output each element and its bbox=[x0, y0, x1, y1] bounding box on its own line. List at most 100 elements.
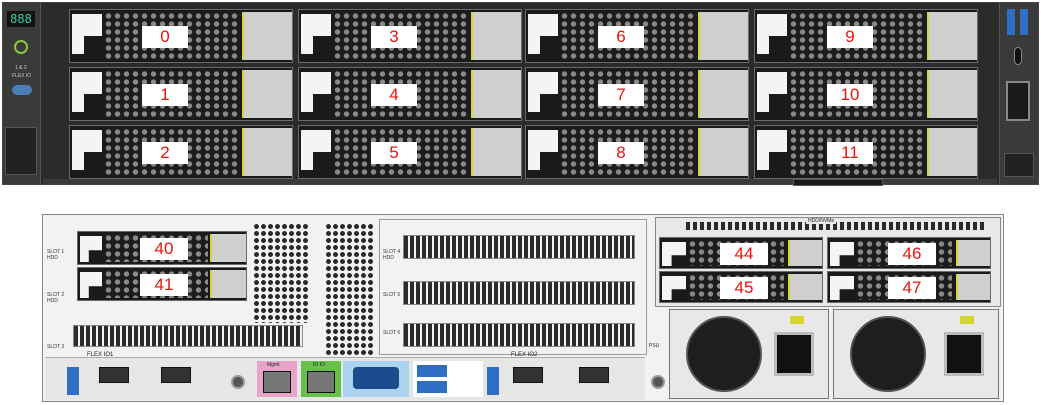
usb-port-icon[interactable] bbox=[417, 381, 447, 393]
drive-vent-grill bbox=[333, 128, 469, 176]
drive-bay[interactable]: 9 bbox=[754, 9, 978, 63]
flex-io2-latch[interactable] bbox=[487, 367, 499, 395]
drive-bay-number: 7 bbox=[598, 84, 644, 106]
drive-tray-handle[interactable] bbox=[528, 14, 558, 54]
drive-tray-handle[interactable] bbox=[301, 130, 331, 170]
cage-top-vent bbox=[686, 222, 986, 230]
usb-ports[interactable] bbox=[413, 361, 483, 397]
drive-bay[interactable]: 8 bbox=[525, 125, 749, 179]
drive-tray-handle[interactable] bbox=[72, 72, 102, 112]
drive-tray-handle[interactable] bbox=[80, 236, 102, 262]
drive-bay[interactable]: 5 bbox=[298, 125, 522, 179]
drive-tray-handle[interactable] bbox=[757, 130, 787, 170]
drive-latch[interactable] bbox=[927, 12, 977, 60]
slot-6-label: SLOT 6 bbox=[383, 330, 401, 336]
drive-tray-handle[interactable] bbox=[662, 276, 686, 300]
drive-latch[interactable] bbox=[927, 128, 977, 176]
drive-latch[interactable] bbox=[471, 70, 521, 118]
drive-latch[interactable] bbox=[698, 128, 748, 176]
drive-bay[interactable]: 0 bbox=[69, 9, 293, 63]
drive-bay[interactable]: 44 bbox=[659, 237, 823, 269]
psu-label: PSU bbox=[649, 343, 660, 349]
drive-latch[interactable] bbox=[210, 270, 246, 298]
power-button-icon[interactable] bbox=[14, 40, 28, 54]
io-rj45-icon[interactable] bbox=[307, 371, 335, 393]
pull-handle[interactable] bbox=[5, 127, 37, 175]
right-ear bbox=[999, 3, 1038, 184]
vga-port[interactable] bbox=[343, 361, 409, 397]
drive-tray-handle[interactable] bbox=[528, 72, 558, 112]
drive-tray-handle[interactable] bbox=[662, 242, 686, 266]
riser-2-grill-a bbox=[403, 235, 635, 259]
drive-bay[interactable]: 47 bbox=[827, 271, 991, 303]
drive-latch[interactable] bbox=[788, 240, 822, 266]
drive-latch[interactable] bbox=[242, 12, 292, 60]
psu-1[interactable] bbox=[669, 309, 829, 399]
flex-io2-sfp-port[interactable] bbox=[513, 367, 543, 383]
drive-latch[interactable] bbox=[242, 128, 292, 176]
drive-bay-number: 40 bbox=[140, 238, 188, 260]
uid-button-icon[interactable] bbox=[12, 85, 32, 95]
drive-bay[interactable]: 7 bbox=[525, 67, 749, 121]
drive-tray-handle[interactable] bbox=[830, 276, 854, 300]
riser-2-frame bbox=[379, 219, 647, 355]
io-port[interactable]: IO IO bbox=[301, 361, 341, 397]
drive-bay[interactable]: 3 bbox=[298, 9, 522, 63]
drive-tray-handle[interactable] bbox=[301, 72, 331, 112]
drive-latch[interactable] bbox=[927, 70, 977, 118]
flex-io1-sfp-port[interactable] bbox=[161, 367, 191, 383]
flex-io1-screw-icon[interactable] bbox=[231, 375, 245, 389]
drive-tray-handle[interactable] bbox=[72, 14, 102, 54]
psu-1-power-socket-icon[interactable] bbox=[774, 332, 814, 376]
drive-latch[interactable] bbox=[698, 70, 748, 118]
psu-2[interactable] bbox=[833, 309, 999, 399]
drive-bay[interactable]: 40 bbox=[77, 231, 247, 265]
flex-io2-screw-icon[interactable] bbox=[651, 375, 665, 389]
drive-tray-handle[interactable] bbox=[301, 14, 331, 54]
psu-2-power-socket-icon[interactable] bbox=[944, 332, 984, 376]
drive-bay[interactable]: 10 bbox=[754, 67, 978, 121]
drive-tray-handle[interactable] bbox=[72, 130, 102, 170]
drive-bay[interactable]: 46 bbox=[827, 237, 991, 269]
drive-bay[interactable]: 6 bbox=[525, 9, 749, 63]
usb-port-icon[interactable] bbox=[417, 365, 447, 377]
drive-bay[interactable]: 1 bbox=[69, 67, 293, 121]
drive-bay[interactable]: 2 bbox=[69, 125, 293, 179]
drive-tray-handle[interactable] bbox=[757, 72, 787, 112]
drive-bay[interactable]: 41 bbox=[77, 267, 247, 301]
drive-latch[interactable] bbox=[471, 128, 521, 176]
drive-tray-handle[interactable] bbox=[80, 272, 102, 298]
drive-latch[interactable] bbox=[956, 240, 990, 266]
usb-c-port-icon[interactable] bbox=[1014, 47, 1022, 65]
drive-latch[interactable] bbox=[698, 12, 748, 60]
flex-io1-sfp-port[interactable] bbox=[99, 367, 129, 383]
vga-connector-icon[interactable] bbox=[353, 367, 399, 389]
usb-port-icon[interactable] bbox=[1007, 9, 1015, 35]
drive-latch[interactable] bbox=[956, 274, 990, 300]
pull-handle[interactable] bbox=[1004, 153, 1034, 177]
drive-bay[interactable]: 11 bbox=[754, 125, 978, 179]
drive-bay-number: 4 bbox=[371, 84, 417, 106]
mgmt-rj45-icon[interactable] bbox=[263, 371, 291, 393]
drive-bay[interactable]: 4 bbox=[298, 67, 522, 121]
hdd-top-label: HDD/NVMe bbox=[806, 218, 837, 224]
drive-bay-number: 5 bbox=[371, 142, 417, 164]
drive-bay-number: 2 bbox=[142, 142, 188, 164]
mgmt-port[interactable]: Mgmt bbox=[257, 361, 297, 397]
drive-latch[interactable] bbox=[210, 234, 246, 262]
psu-2-fan-icon bbox=[850, 316, 926, 392]
flex-io1-latch[interactable] bbox=[67, 367, 79, 395]
drive-latch[interactable] bbox=[242, 70, 292, 118]
drive-tray-handle[interactable] bbox=[757, 14, 787, 54]
drive-bay[interactable]: 45 bbox=[659, 271, 823, 303]
vga-port-icon[interactable] bbox=[1006, 81, 1030, 121]
psu-2-latch[interactable] bbox=[960, 316, 974, 324]
drive-latch[interactable] bbox=[788, 274, 822, 300]
usb-port-icon[interactable] bbox=[1020, 9, 1028, 35]
flex-io2-sfp-port[interactable] bbox=[579, 367, 609, 383]
psu-1-latch[interactable] bbox=[790, 316, 804, 324]
drive-latch[interactable] bbox=[471, 12, 521, 60]
drive-tray-handle[interactable] bbox=[528, 130, 558, 170]
service-tag[interactable] bbox=[793, 179, 883, 186]
drive-tray-handle[interactable] bbox=[830, 242, 854, 266]
